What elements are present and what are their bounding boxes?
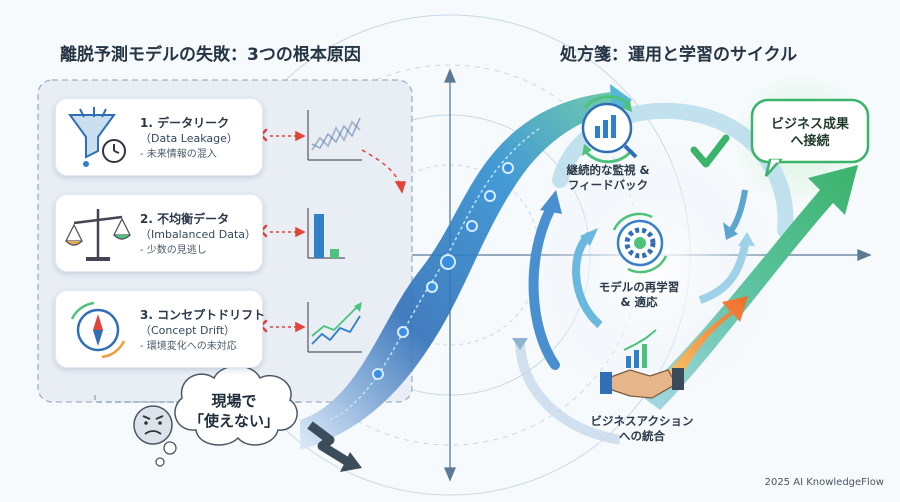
goal-bubble (750, 98, 870, 177)
cause-note: - 少数の見逃し (140, 245, 207, 256)
cycle-label-action: ビジネスアクション への統合 (580, 414, 704, 444)
growth-arrow (668, 296, 748, 380)
imbalance-chart-icon (307, 208, 345, 259)
cycle-label-retrain: モデルの再学習 & 適応 (584, 280, 694, 310)
cause-english: （Data Leakage） (140, 132, 238, 145)
check-icon (690, 134, 730, 168)
right-section-title: 処方箋：運用と学習のサイクル (560, 45, 798, 65)
cause-card-concept-drift: 3. コンセプトドリフト （Concept Drift） - 環境変化への未対応 (55, 290, 266, 368)
cause-title: 1. データリーク (140, 116, 230, 130)
footer-credit: 2025 AI KnowledgeFlow (764, 477, 884, 488)
bubble-line-1: 現場で (211, 392, 257, 410)
cause-card-data-leakage: 1. データリーク （Data Leakage） - 未来情報の混入 (55, 98, 263, 176)
drift-chart-icon (307, 302, 362, 353)
handshake-icon (600, 329, 684, 399)
bubble-line-2: 「使えない」 (188, 412, 279, 430)
transition-ribbon (300, 92, 620, 450)
balance-scale-icon (64, 209, 132, 261)
goal-text: ビジネス成果 へ接続 (758, 116, 862, 150)
monitor-line-2: フィードバック (567, 178, 649, 192)
cause-english: （Imbalanced Data） (140, 228, 257, 241)
falling-arrow (307, 421, 362, 472)
funnel-clock-icon (68, 107, 126, 167)
cause-title: 3. コンセプトドリフト (140, 308, 266, 322)
retrain-line-2: & 適応 (620, 295, 658, 309)
thought-bubble (155, 365, 298, 467)
cause-note: - 未来情報の混入 (140, 149, 217, 160)
action-line-2: への統合 (619, 429, 665, 443)
action-line-1: ビジネスアクション (590, 414, 694, 428)
goal-line-2: へ接続 (790, 134, 830, 149)
goal-line-1: ビジネス成果 (770, 117, 849, 132)
frown-face-icon (133, 405, 173, 445)
cause-card-imbalanced-data: 2. 不均衡データ （Imbalanced Data） - 少数の見逃し (55, 194, 263, 272)
retrain-line-1: モデルの再学習 (598, 280, 680, 294)
cause-note: - 環境変化への未対応 (140, 341, 237, 352)
leakage-chart-icon (307, 110, 362, 161)
thought-bubble-text: 現場で 「使えない」 (184, 391, 284, 431)
compass-icon (70, 301, 126, 359)
left-section-title: 離脱予測モデルの失敗：3つの根本原因 (60, 45, 361, 65)
gear-brain-icon (612, 212, 668, 274)
monitor-line-1: 継続的な監視 & (566, 163, 650, 177)
cause-title: 2. 不均衡データ (140, 212, 230, 226)
monitoring-icon (581, 95, 638, 164)
cycle-label-monitor: 継続的な監視 & フィードバック (548, 163, 668, 193)
cause-english: （Concept Drift） (140, 324, 236, 337)
